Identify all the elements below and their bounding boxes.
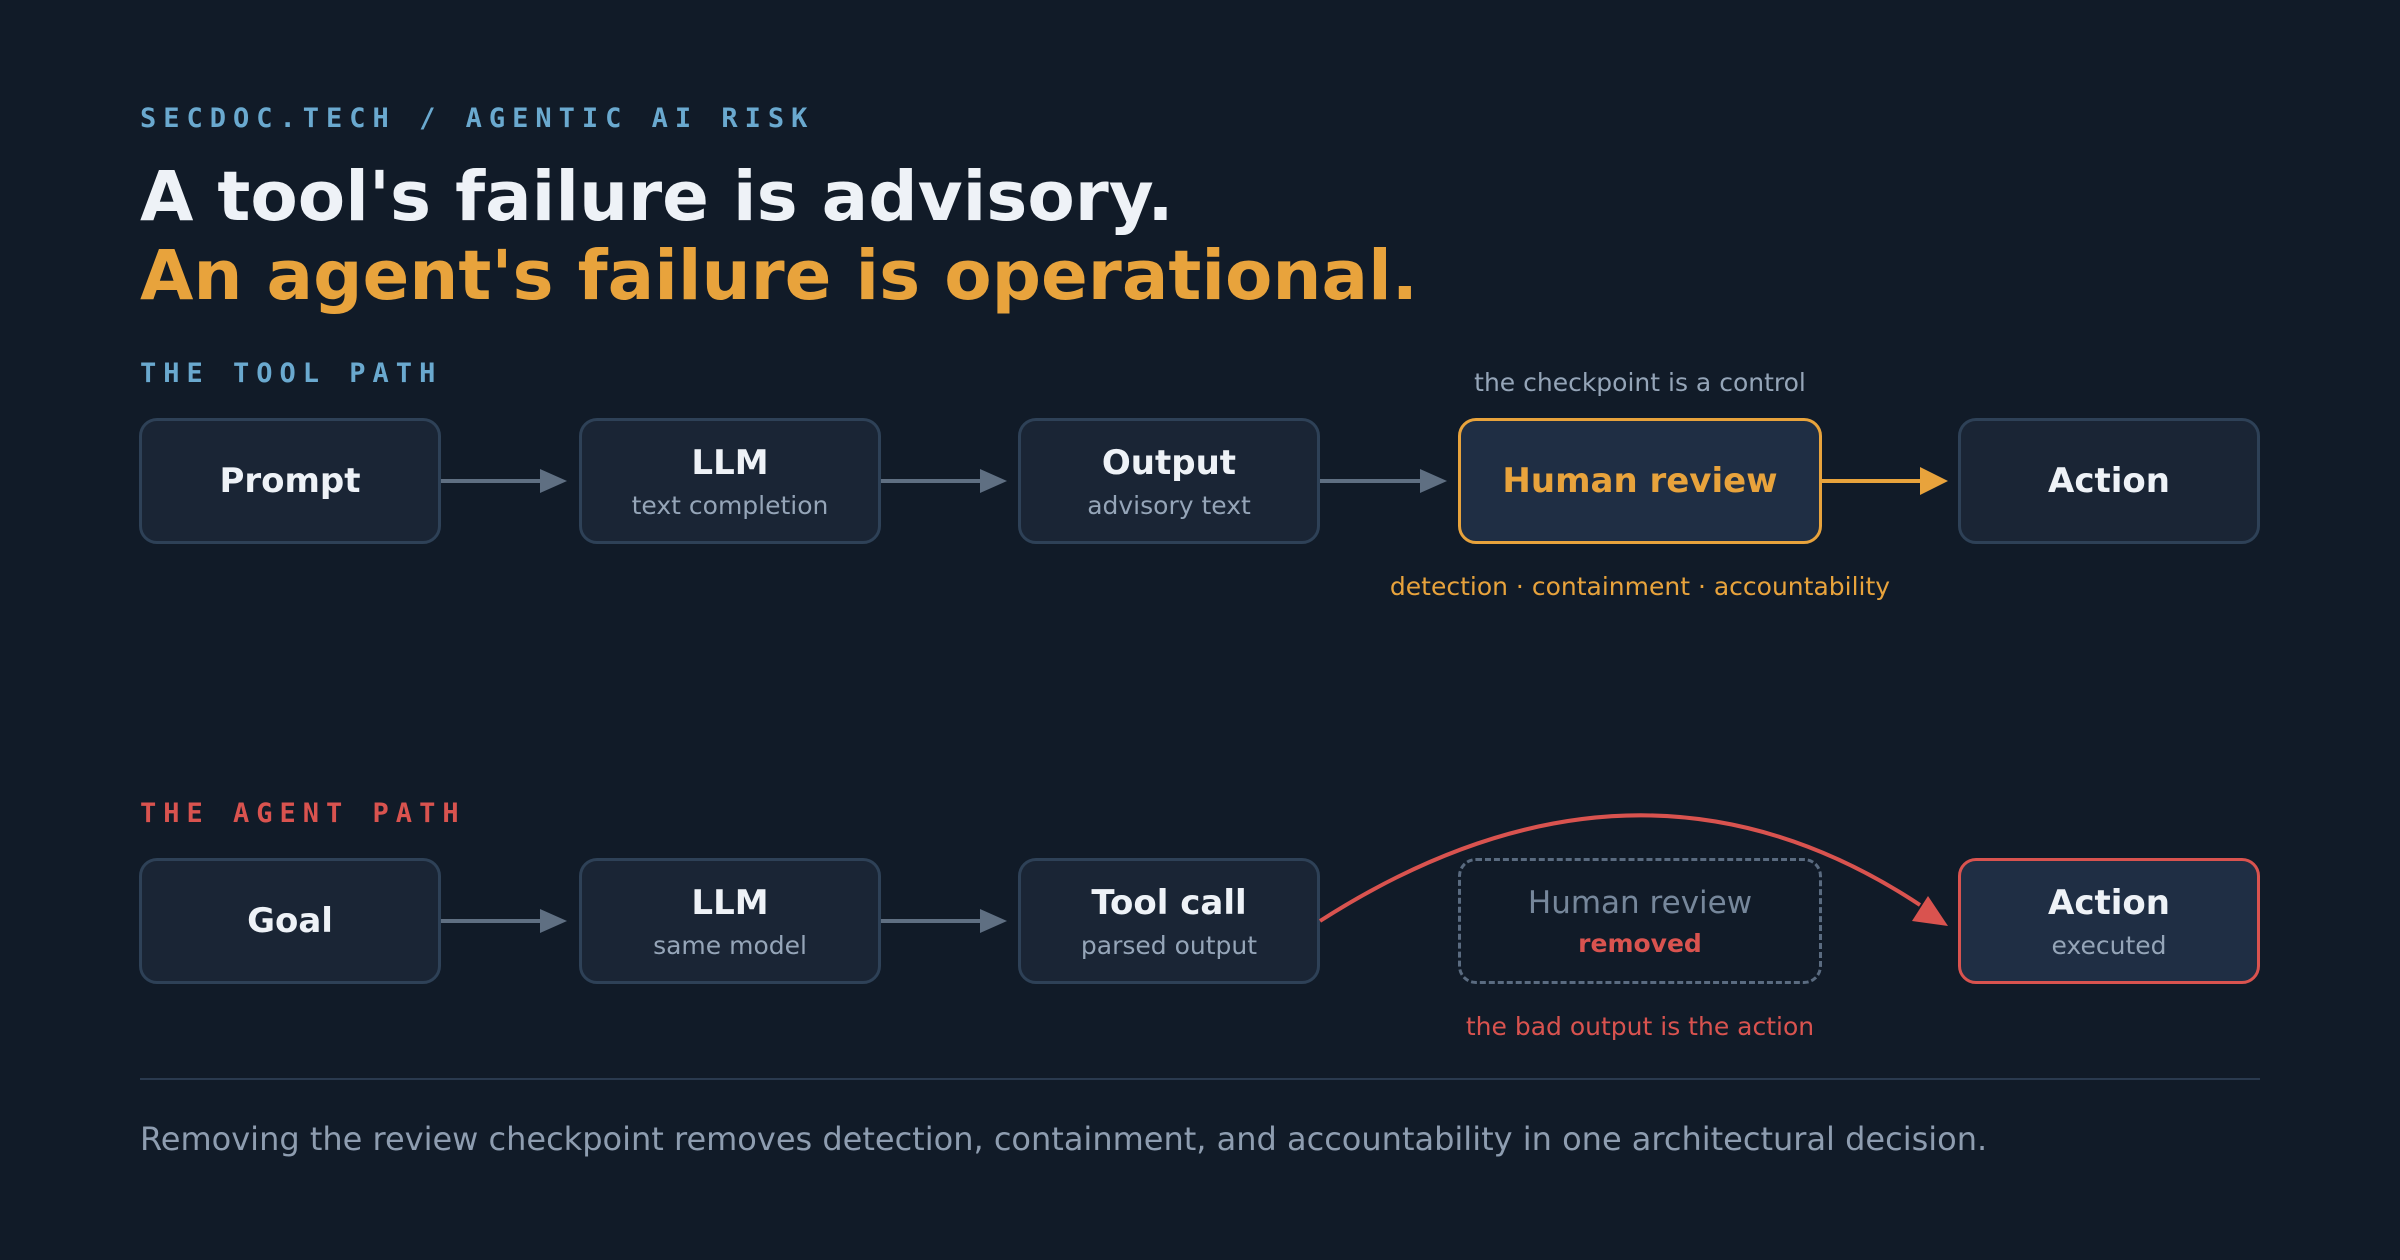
- divider: [140, 1078, 2260, 1080]
- node-title: Prompt: [219, 460, 361, 501]
- node-subtitle: executed: [2051, 930, 2167, 960]
- footer-note: Removing the review checkpoint removes d…: [140, 1120, 1988, 1158]
- arrowhead: [1920, 467, 1948, 495]
- tool-path-label: THE TOOL PATH: [140, 358, 443, 389]
- eyebrow: SECDOC.TECH / AGENTIC AI RISK: [140, 103, 815, 134]
- bypass-arc: [1318, 813, 1922, 923]
- node-title: Goal: [247, 900, 333, 941]
- agent-node-human-review-removed: Human review removed: [1458, 858, 1822, 984]
- title-line-1: A tool's failure is advisory.: [140, 157, 1174, 237]
- arrowhead: [1420, 469, 1447, 493]
- node-title: LLM: [691, 442, 769, 483]
- node-title: Output: [1101, 442, 1237, 483]
- node-title: Action: [2048, 460, 2170, 501]
- bypass-arrowhead: [1912, 896, 1948, 926]
- review-note-above: the checkpoint is a control: [1474, 368, 1806, 397]
- node-title: Human review: [1527, 884, 1753, 921]
- arrowhead: [980, 909, 1007, 933]
- node-title: Tool call: [1091, 882, 1247, 923]
- node-title: LLM: [691, 882, 769, 923]
- node-subtitle: advisory text: [1087, 490, 1251, 520]
- tool-node-output: Output advisory text: [1018, 418, 1320, 544]
- removed-badge: removed: [1578, 928, 1702, 958]
- agent-node-action: Action executed: [1958, 858, 2260, 984]
- agent-path-label: THE AGENT PATH: [140, 798, 466, 829]
- tool-node-llm: LLM text completion: [579, 418, 881, 544]
- arrowhead: [540, 469, 567, 493]
- arrowhead: [980, 469, 1007, 493]
- agent-review-note: the bad output is the action: [1465, 1012, 1815, 1041]
- title-line-2: An agent's failure is operational.: [140, 236, 1418, 316]
- arrowhead: [540, 909, 567, 933]
- review-note-below: detection · containment · accountability: [1389, 572, 1891, 601]
- node-title: Action: [2048, 882, 2170, 923]
- node-subtitle: text completion: [631, 490, 829, 520]
- tool-node-prompt: Prompt: [139, 418, 441, 544]
- node-subtitle: parsed output: [1080, 930, 1258, 960]
- agent-node-goal: Goal: [139, 858, 441, 984]
- node-subtitle: same model: [653, 930, 807, 960]
- agent-node-llm: LLM same model: [579, 858, 881, 984]
- node-title: Human review: [1502, 460, 1778, 501]
- tool-node-human-review: Human review: [1458, 418, 1822, 544]
- agent-node-tool-call: Tool call parsed output: [1018, 858, 1320, 984]
- tool-node-action: Action: [1958, 418, 2260, 544]
